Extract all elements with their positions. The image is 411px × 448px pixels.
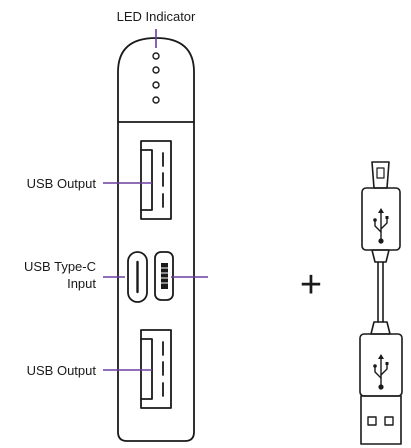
plus-sign: + — [300, 264, 322, 306]
usb-c-port-icon — [127, 251, 148, 303]
label-usb-output-bottom: USB Output — [27, 363, 97, 378]
label-led-indicator: LED Indicator — [117, 9, 196, 24]
label-usb-output-top: USB Output — [27, 176, 97, 191]
usb-a-port-icon — [140, 140, 172, 220]
leader-lines — [103, 29, 208, 371]
label-usb-typec-line2: Input — [67, 276, 96, 291]
label-usb-typec-line1: USB Type-C — [24, 259, 96, 274]
usb-cable-icon — [359, 161, 403, 445]
usb-symbol-icon — [373, 208, 389, 244]
power-bank-body — [117, 37, 195, 442]
led-dot-icon — [152, 52, 160, 104]
usb-a-port-icon — [140, 329, 172, 409]
micro-usb-port-icon — [154, 251, 174, 301]
usb-symbol-icon — [373, 354, 389, 390]
